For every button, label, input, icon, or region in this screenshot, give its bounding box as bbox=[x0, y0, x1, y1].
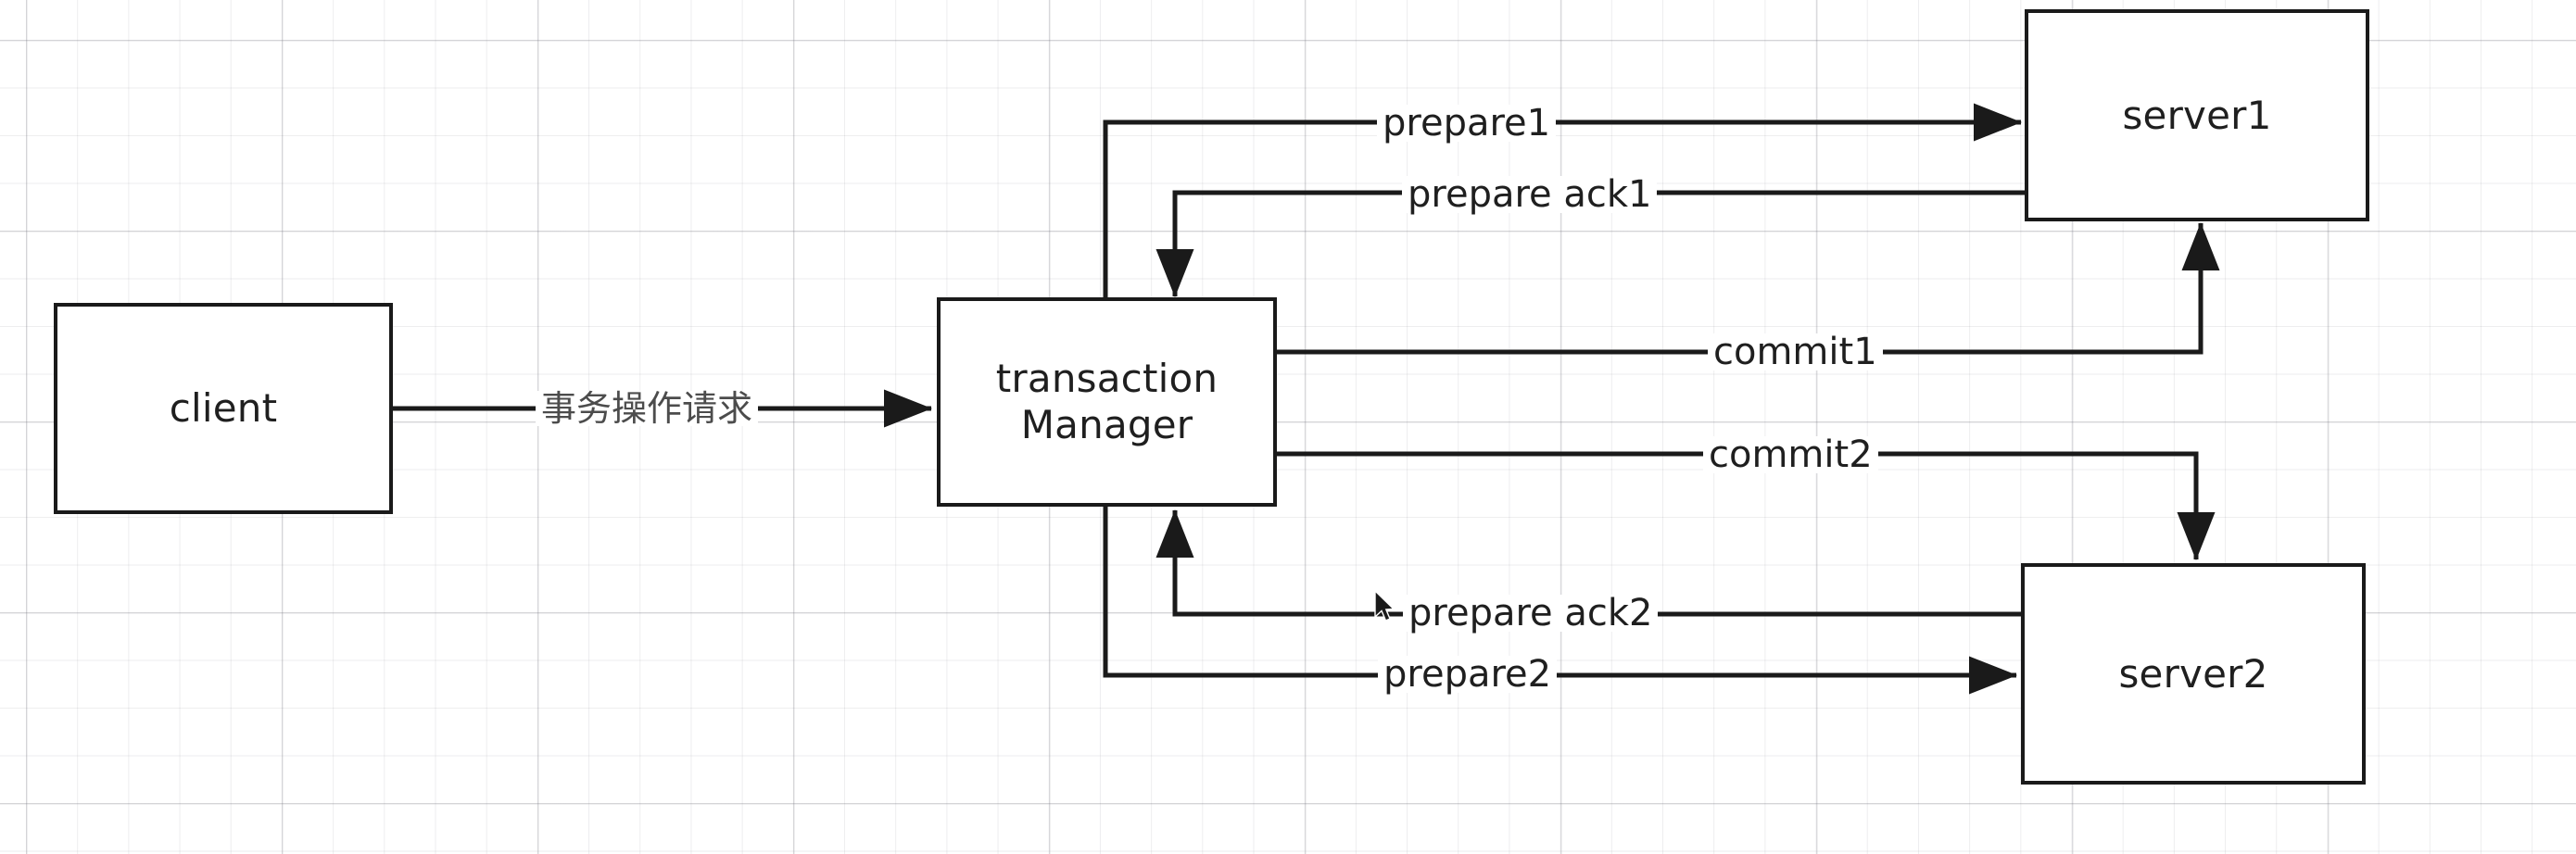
edge-commit2 bbox=[1275, 451, 2216, 561]
node-server1[interactable]: server1 bbox=[2025, 9, 2369, 221]
node-server1-label: server1 bbox=[2122, 92, 2272, 138]
edge-prepare-ack1 bbox=[1155, 190, 2027, 298]
node-transaction-manager[interactable]: transaction Manager bbox=[937, 297, 1277, 507]
edge-label-prepare2: prepare2 bbox=[1378, 656, 1558, 693]
edge-prepare-ack2 bbox=[1155, 509, 2022, 617]
edge-commit1 bbox=[1275, 221, 2220, 355]
edge-label-commit2: commit2 bbox=[1703, 436, 1878, 473]
node-server2-label: server2 bbox=[2118, 650, 2268, 697]
node-client-label: client bbox=[169, 385, 278, 432]
node-server2[interactable]: server2 bbox=[2021, 563, 2366, 785]
edge-label-prepare-ack2: prepare ack2 bbox=[1403, 595, 1659, 632]
edge-label-prepare-ack1: prepare ack1 bbox=[1402, 176, 1658, 213]
edge-prepare2 bbox=[1103, 505, 2018, 695]
node-client[interactable]: client bbox=[54, 303, 393, 514]
edge-label-commit1: commit1 bbox=[1708, 333, 1883, 370]
edge-label-client-to-tm: 事务操作请求 bbox=[536, 391, 759, 426]
edge-label-prepare1: prepare1 bbox=[1377, 105, 1557, 142]
node-transaction-manager-label: transaction Manager bbox=[995, 356, 1219, 447]
edge-prepare1 bbox=[1103, 103, 2023, 301]
